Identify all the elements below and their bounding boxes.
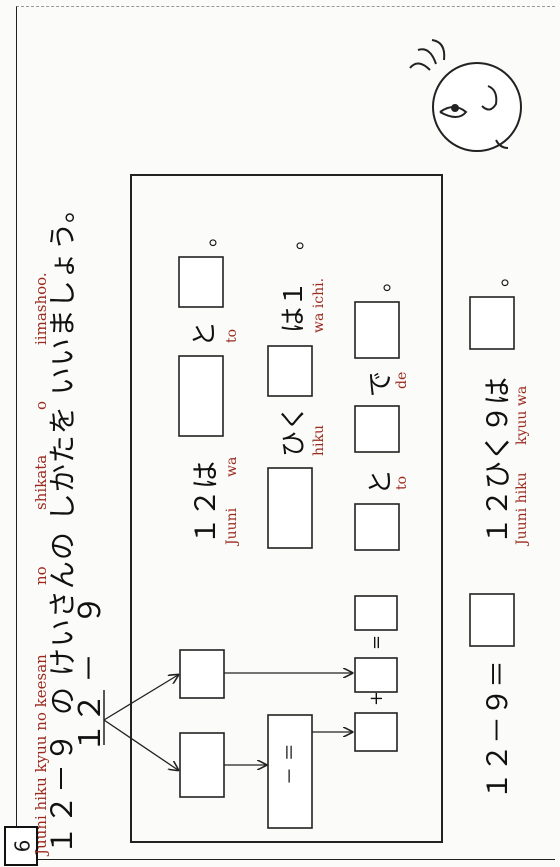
add-box-a[interactable] [355,713,397,751]
s3-blank-b[interactable] [355,406,399,452]
svg-text:。: 。 [283,228,308,250]
s3-to: と [366,469,396,495]
s3-romaji-to: to [394,476,410,490]
answer-blank-2[interactable] [470,297,514,349]
s1-to: と [190,321,220,347]
sentence-1: １２は Juuni wa と to 。 [179,225,240,547]
answer-expression: １２－９＝ [481,660,514,800]
romaji-4: o [32,401,50,410]
romaji-1: Juuni hiku kyuu no keesan [32,654,50,857]
svg-text:。: 。 [196,225,221,247]
s2-romaji-hiku: hiku [311,425,327,456]
answer-sentence: １２ひく９は [481,377,514,545]
s1-romaji-juuni: Juuni [224,507,240,547]
s1-romaji-wa: wa [224,457,240,477]
equals-sign: = [366,635,387,650]
bird-mascot-icon [410,40,521,151]
s3-blank-c[interactable] [355,302,399,358]
s1-text: １２は [189,461,222,545]
s1-blank-a[interactable] [179,356,223,436]
instruction-text: の けいさんの しかたを いいましょう。 [46,194,79,715]
subtraction-ops: － ＝ [280,743,301,785]
s3-blank-a[interactable] [355,504,399,550]
answer-blank[interactable] [470,594,514,646]
top-expression: １２ [73,693,108,753]
add-result-box[interactable] [355,596,397,630]
s2-blank-b[interactable] [268,346,312,396]
minus-sign: － [73,653,108,683]
romaji-2: no [32,566,50,585]
split-box-a[interactable] [180,733,224,797]
s1-blank-b[interactable] [179,257,223,307]
s3-romaji-de: de [394,372,410,389]
instruction-line: １２－９ の けいさんの しかたを いいましょう。 [45,194,79,855]
svg-text:。: 。 [488,265,513,287]
s2-wa-ichi: は１ [279,281,309,333]
s2-blank-a[interactable] [268,468,312,548]
answer-romaji-1: Juuni hiku [514,472,530,547]
romaji-3: shikata [32,455,50,510]
svg-text:。: 。 [370,270,395,292]
answer-line: １２－９＝ １２ひく９は Juuni hiku kyuu wa 。 [470,265,530,800]
plus-sign: + [366,691,387,706]
add-box-b[interactable] [355,658,397,692]
s2-hiku: ひく [279,405,309,457]
answer-romaji-2: kyuu wa [514,386,530,445]
s1-romaji-to: to [224,329,240,343]
romaji-5: iimashoo. [32,272,50,345]
s2-romaji-wa-ichi: wa ichi. [311,278,327,333]
nine-label: ９ [73,595,108,625]
split-box-b[interactable] [180,650,224,698]
s3-de: で [366,371,396,397]
sentence-2: ひく hiku は１ wa ichi. 。 [268,228,327,548]
decomposition-diagram: １２ － ９ － ＝ + [73,595,397,828]
sentence-3: と to で de 。 [355,270,410,550]
